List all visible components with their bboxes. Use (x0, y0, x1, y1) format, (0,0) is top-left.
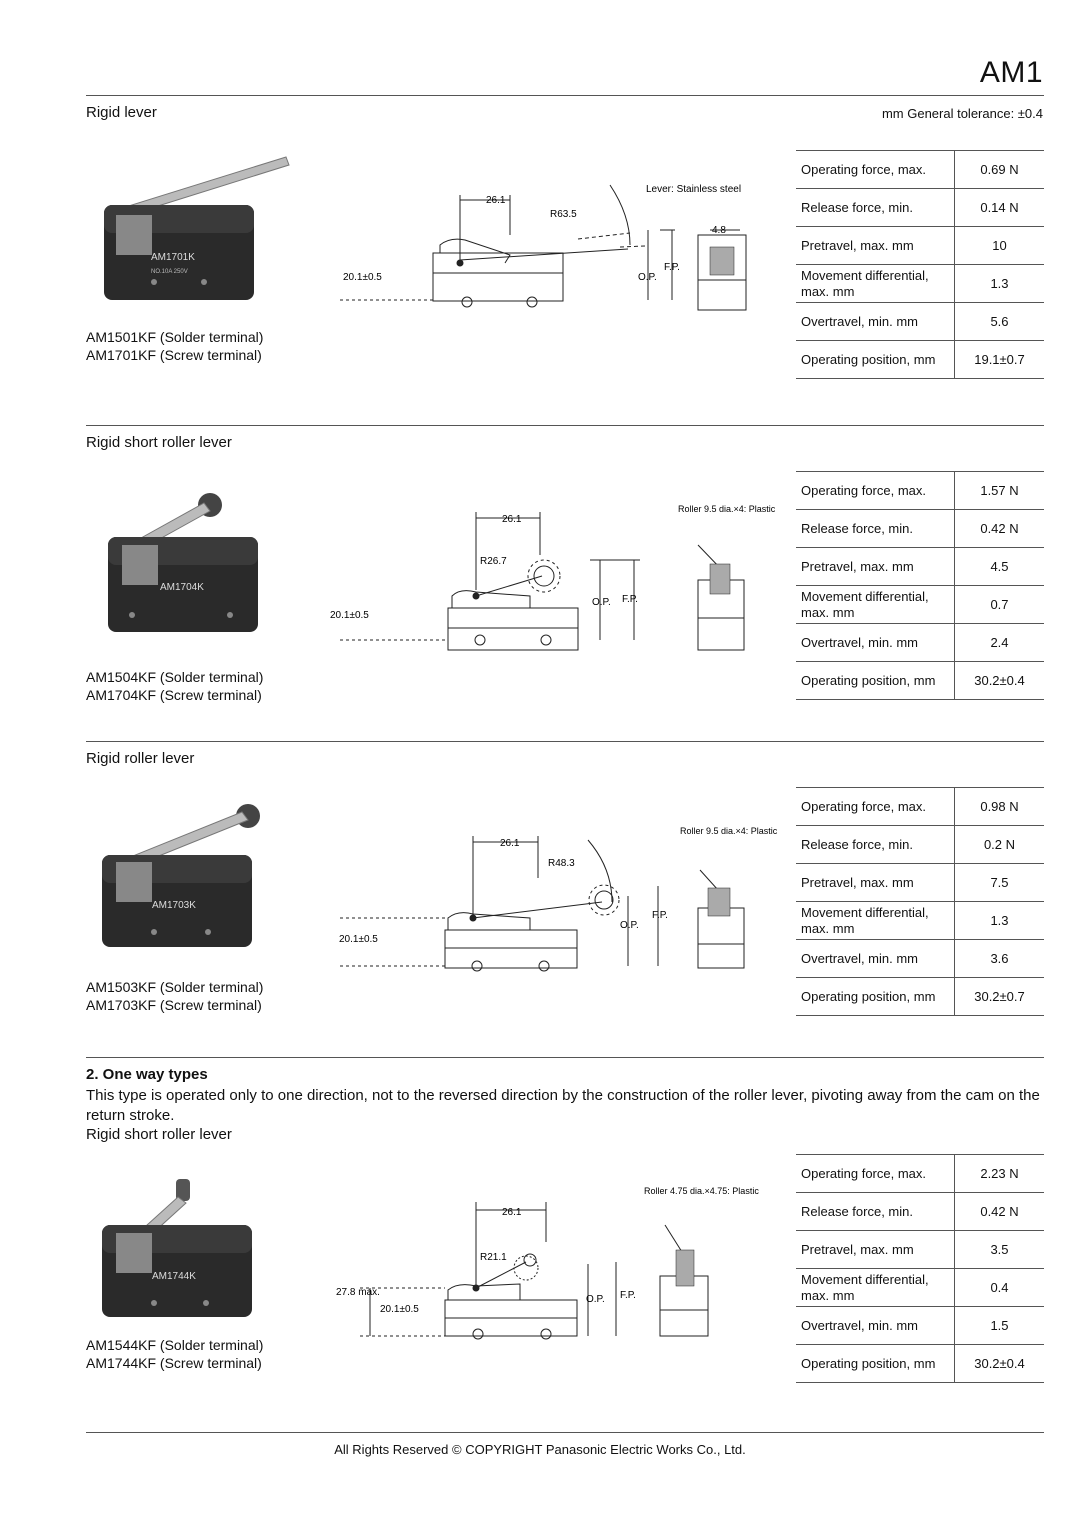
dimension-drawing-oneway: 26.1 R21.1 Roller 4.75 dia.×4.75: Plasti… (336, 1186, 759, 1340)
switch-photo-rigid-short-roller-lever: AM1704K (108, 493, 258, 632)
svg-text:F.P.: F.P. (664, 262, 680, 273)
table-row: Release force, min.0.42 N (796, 1192, 1044, 1231)
switch-photo-rigid-lever: AM1701K NO.10A 250V (104, 156, 290, 300)
photo-label: AM1701K (151, 252, 195, 263)
spec-table-oneway: Operating force, max.2.23 N Release forc… (796, 1154, 1044, 1383)
switch-photo-rigid-roller-lever: AM1703K (102, 804, 260, 947)
model-solder: AM1504KF (Solder terminal) (86, 669, 264, 685)
table-row: Release force, min.0.14 N (796, 188, 1044, 227)
spec-table-rigid-short-roller-lever: Operating force, max.1.57 N Release forc… (796, 471, 1044, 700)
oneway-heading: 2. One way types (86, 1066, 208, 1083)
svg-text:O.P.: O.P. (586, 1294, 605, 1305)
section-divider (86, 1057, 1044, 1058)
table-row: Operating force, max.1.57 N (796, 471, 1044, 510)
spec-table-rigid-roller-lever: Operating force, max.0.98 N Release forc… (796, 787, 1044, 1016)
general-tolerance: mm General tolerance: ±0.4 (881, 106, 1043, 121)
svg-text:R21.1: R21.1 (480, 1252, 507, 1263)
svg-text:26.1: 26.1 (502, 1207, 522, 1218)
section-title-rigid-lever: Rigid lever (86, 104, 157, 121)
model-screw: AM1701KF (Screw terminal) (86, 347, 262, 363)
svg-text:Roller 4.75 dia.×4.75: Plastic: Roller 4.75 dia.×4.75: Plastic (644, 1186, 759, 1196)
section-title-rigid-roller-lever: Rigid roller lever (86, 750, 195, 767)
svg-text:20.1±0.5: 20.1±0.5 (343, 272, 382, 283)
svg-text:O.P.: O.P. (638, 272, 657, 283)
svg-text:NO.10A 250V: NO.10A 250V (151, 269, 188, 275)
model-solder: AM1501KF (Solder terminal) (86, 329, 264, 345)
svg-text:26.1: 26.1 (502, 514, 522, 525)
copyright-footer: All Rights Reserved © COPYRIGHT Panasoni… (334, 1442, 746, 1457)
dimension-drawing-rigid-lever: 26.1 R63.5 Lever: Stainless steel 4.8 20… (340, 184, 747, 311)
table-row: Operating force, max.0.98 N (796, 787, 1044, 826)
table-row: Operating force, max.0.69 N (796, 150, 1044, 189)
dimension-drawing-rigid-short-roller-lever: 26.1 R26.7 Roller 9.5 dia.×4: Plastic 20… (330, 504, 776, 651)
model-list-oneway: AM1544KF (Solder terminal) AM1744KF (Scr… (86, 1336, 263, 1372)
svg-text:O.P.: O.P. (620, 920, 639, 931)
svg-text:F.P.: F.P. (652, 910, 668, 921)
model-solder: AM1544KF (Solder terminal) (86, 1337, 264, 1353)
oneway-description: This type is operated only to one direct… (86, 1087, 1040, 1124)
switch-photo-oneway: AM1744K (102, 1179, 252, 1317)
dimension-drawing-rigid-roller-lever: 26.1 R48.3 Roller 9.5 dia.×4: Plastic 20… (339, 826, 778, 972)
svg-text:AM1704K: AM1704K (160, 582, 204, 593)
svg-text:R63.5: R63.5 (550, 209, 577, 220)
table-row: Release force, min.0.2 N (796, 825, 1044, 864)
svg-text:20.1±0.5: 20.1±0.5 (339, 934, 378, 945)
svg-text:O.P.: O.P. (592, 597, 611, 608)
table-row: Release force, min.0.42 N (796, 509, 1044, 548)
svg-text:AM1744K: AM1744K (152, 1271, 196, 1282)
spec-table-rigid-lever: Operating force, max.0.69 N Release forc… (796, 150, 1044, 379)
page-title: AM1 (979, 56, 1043, 89)
svg-text:26.1: 26.1 (486, 195, 506, 206)
svg-text:20.1±0.5: 20.1±0.5 (380, 1304, 419, 1315)
svg-text:20.1±0.5: 20.1±0.5 (330, 610, 369, 621)
svg-text:27.8 max.: 27.8 max. (336, 1287, 380, 1298)
header-divider (86, 95, 1044, 96)
model-screw: AM1703KF (Screw terminal) (86, 997, 262, 1013)
model-list-rigid-short-roller-lever: AM1504KF (Solder terminal) AM1704KF (Scr… (86, 668, 263, 704)
svg-text:R48.3: R48.3 (548, 858, 575, 869)
svg-text:R26.7: R26.7 (480, 556, 507, 567)
svg-text:Roller 9.5 dia.×4: Plastic: Roller 9.5 dia.×4: Plastic (678, 504, 776, 514)
svg-text:F.P.: F.P. (620, 1290, 636, 1301)
svg-text:26.1: 26.1 (500, 838, 520, 849)
model-screw: AM1744KF (Screw terminal) (86, 1355, 262, 1371)
footer-divider (86, 1432, 1044, 1433)
model-solder: AM1503KF (Solder terminal) (86, 979, 264, 995)
section-divider (86, 425, 1044, 426)
oneway-subtitle: Rigid short roller lever (86, 1126, 232, 1143)
section-divider (86, 741, 1044, 742)
table-row: Operating force, max.2.23 N (796, 1154, 1044, 1193)
svg-text:Roller 9.5 dia.×4: Plastic: Roller 9.5 dia.×4: Plastic (680, 826, 778, 836)
svg-text:AM1703K: AM1703K (152, 900, 196, 911)
svg-text:4.8: 4.8 (712, 225, 726, 236)
svg-text:Lever: Stainless steel: Lever: Stainless steel (646, 184, 741, 195)
svg-text:F.P.: F.P. (622, 594, 638, 605)
model-list-rigid-lever: AM1501KF (Solder terminal) AM1701KF (Scr… (86, 328, 263, 364)
model-list-rigid-roller-lever: AM1503KF (Solder terminal) AM1703KF (Scr… (86, 978, 263, 1014)
section-title-rigid-short-roller-lever: Rigid short roller lever (86, 434, 232, 451)
model-screw: AM1704KF (Screw terminal) (86, 687, 262, 703)
